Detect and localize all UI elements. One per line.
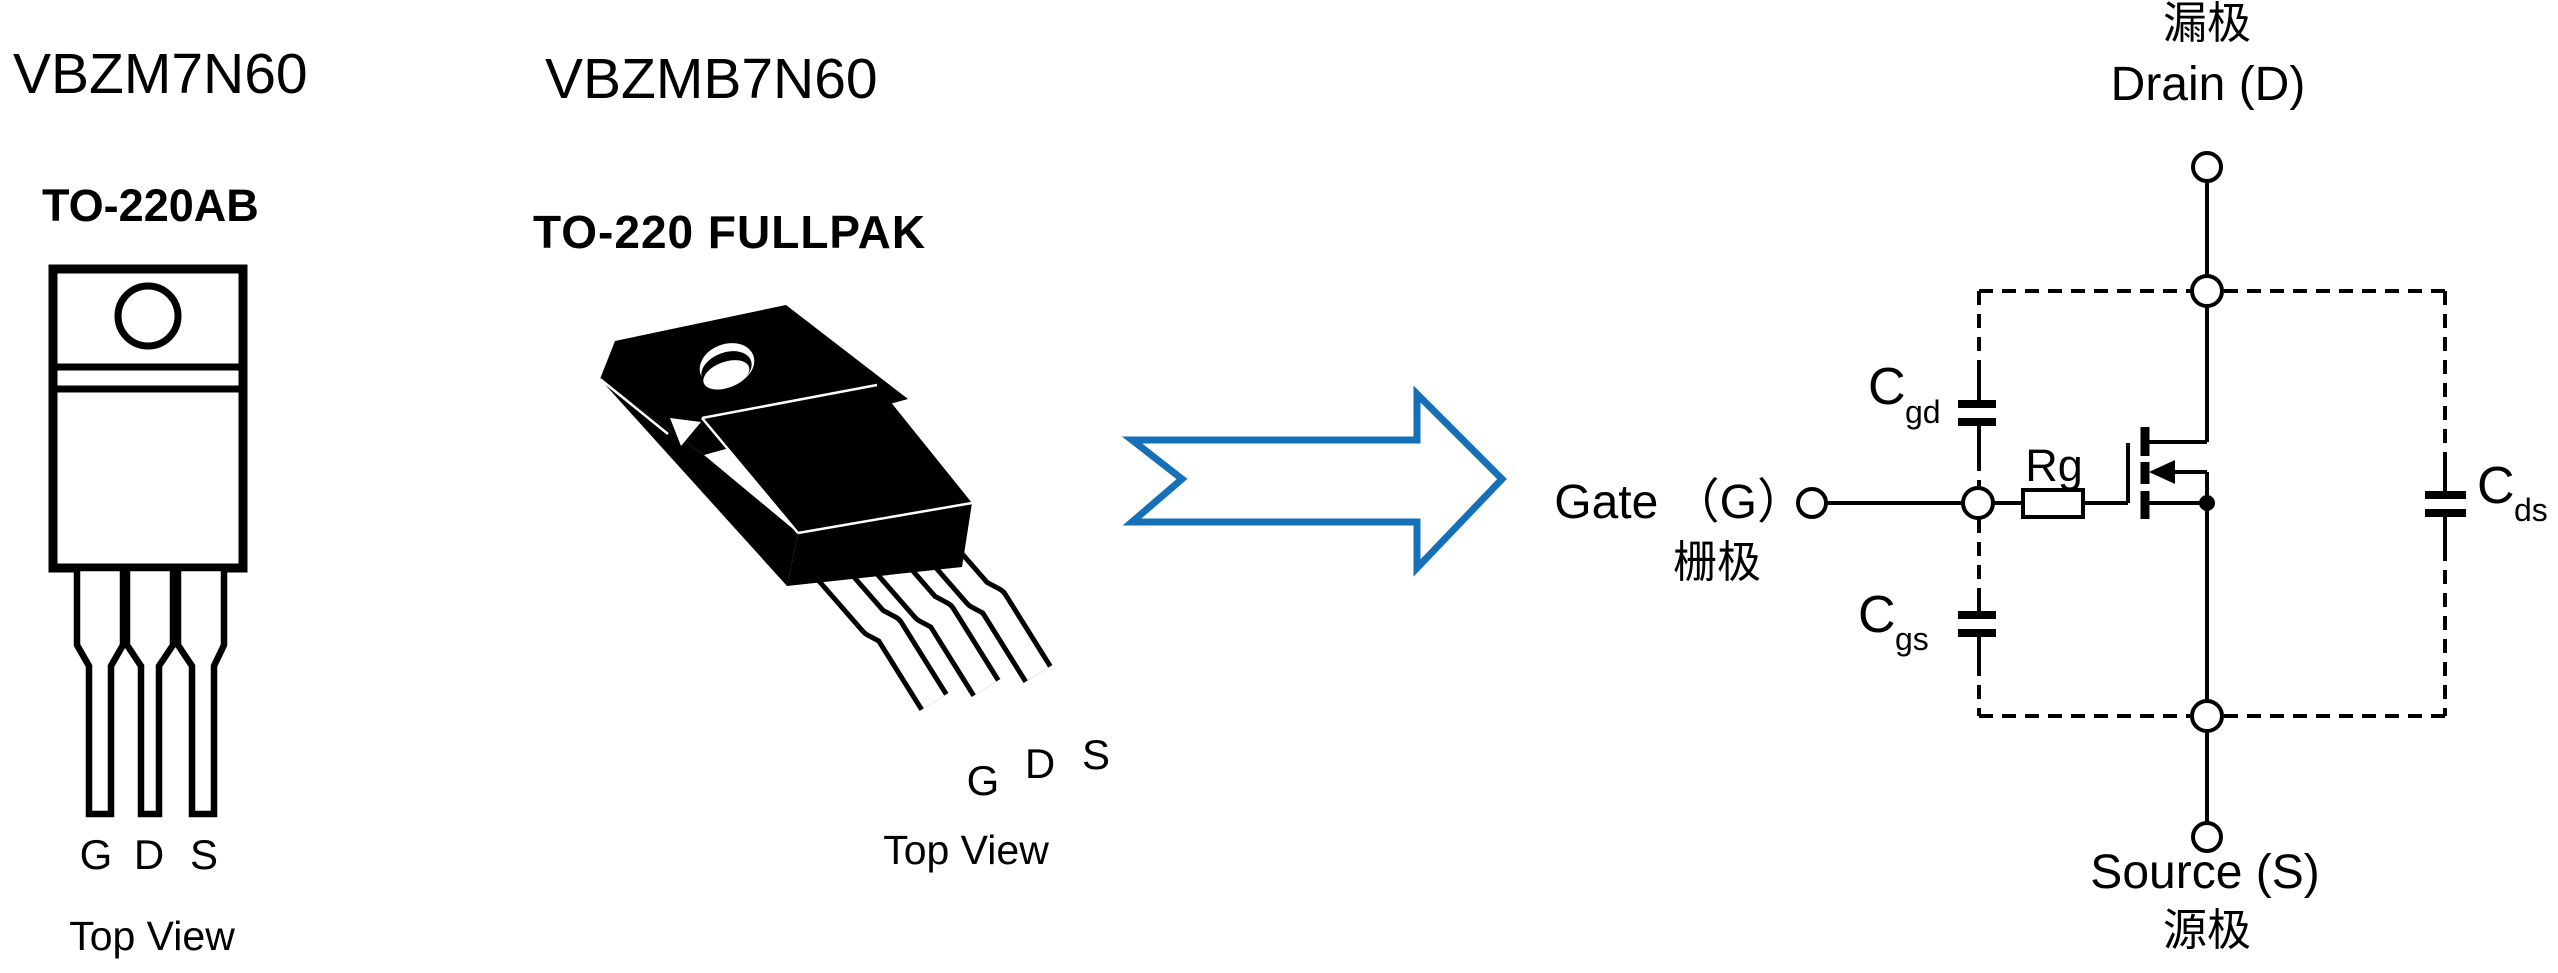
edge-body-left xyxy=(701,417,799,534)
source-branch xyxy=(2190,503,2224,853)
transition-arrow-icon xyxy=(1121,385,1507,577)
edge-body-top xyxy=(701,383,878,420)
left-pin-d: D xyxy=(134,831,164,878)
lead-source xyxy=(174,564,228,818)
rg-label: Rg xyxy=(2025,440,2083,491)
gate-label: Gate （G） xyxy=(1554,476,1805,529)
middle-package-name: TO-220 FULLPAK xyxy=(533,206,926,258)
edge-tab-facet xyxy=(599,378,669,435)
gate-junction-node xyxy=(1961,486,1995,520)
cds-capacitor xyxy=(2425,457,2466,547)
hole-inner xyxy=(703,360,750,390)
edge-body-strip xyxy=(797,501,973,535)
gate-label-cn: 栅极 xyxy=(1673,538,1761,587)
source-boundary-node xyxy=(2190,699,2224,733)
cds-label-sub: ds xyxy=(2514,492,2548,528)
drain-terminal xyxy=(2191,151,2223,183)
fullpak-3d-drawing xyxy=(599,305,1053,712)
left-pin-s: S xyxy=(190,831,218,878)
lead-drain xyxy=(123,564,177,818)
cgd-label-sub: gd xyxy=(1905,394,1941,430)
cgd-capacitor xyxy=(1958,366,1996,457)
middle-pin-s: S xyxy=(1082,731,1110,778)
drain-boundary-node xyxy=(2190,274,2224,308)
die-boundary-dashed-box xyxy=(1977,289,2447,718)
rg-resistor xyxy=(2021,488,2085,519)
drain-label-cn: 漏极 xyxy=(2163,0,2251,48)
mounting-hole xyxy=(114,282,182,350)
middle-pin-g: G xyxy=(967,757,1000,804)
mosfet-circuit: 漏极 Drain (D) Gate （G） 栅极 Source (S) 源极 R… xyxy=(1554,0,2548,955)
cgs-label-sub: gs xyxy=(1895,621,1929,657)
left-pin-g: G xyxy=(80,831,113,878)
source-terminal xyxy=(2191,821,2223,853)
middle-part-number: VBZMB7N60 xyxy=(545,47,878,111)
mosfet-symbol xyxy=(2140,427,2215,519)
left-part-number: VBZM7N60 xyxy=(13,42,308,106)
middle-view-label: Top View xyxy=(883,827,1049,873)
middle-pin-d: D xyxy=(1025,740,1055,787)
source-label: Source (S) xyxy=(2090,846,2319,899)
fullpak-body-bottom xyxy=(787,503,972,586)
cgd-label-main: C xyxy=(1868,358,1906,416)
fullpak-hole xyxy=(699,343,755,390)
fullpak-tab-side xyxy=(600,379,798,586)
fullpak-section: VBZMB7N60 TO-220 FULLPAK xyxy=(533,47,1110,873)
left-view-label: Top View xyxy=(69,913,235,959)
drain-branch xyxy=(2148,151,2224,444)
fullpak-body xyxy=(702,385,972,533)
cgs-capacitor xyxy=(1958,588,1996,662)
fullpak-lead-g-core xyxy=(802,543,945,709)
body-arrow-icon xyxy=(2149,460,2175,484)
to220ab-section: VBZM7N60 TO-220AB G D S Top View xyxy=(13,42,308,959)
tab-notch xyxy=(670,418,701,446)
source-label-cn: 源极 xyxy=(2163,906,2251,955)
cgs-label-main: C xyxy=(1858,586,1896,644)
left-package-name: TO-220AB xyxy=(42,180,259,231)
lead-gate xyxy=(73,564,127,818)
to220ab-outline-drawing xyxy=(48,264,248,818)
drain-label: Drain (D) xyxy=(2111,58,2306,111)
cds-label-main: C xyxy=(2477,457,2515,515)
gate-branch xyxy=(1796,443,2130,520)
